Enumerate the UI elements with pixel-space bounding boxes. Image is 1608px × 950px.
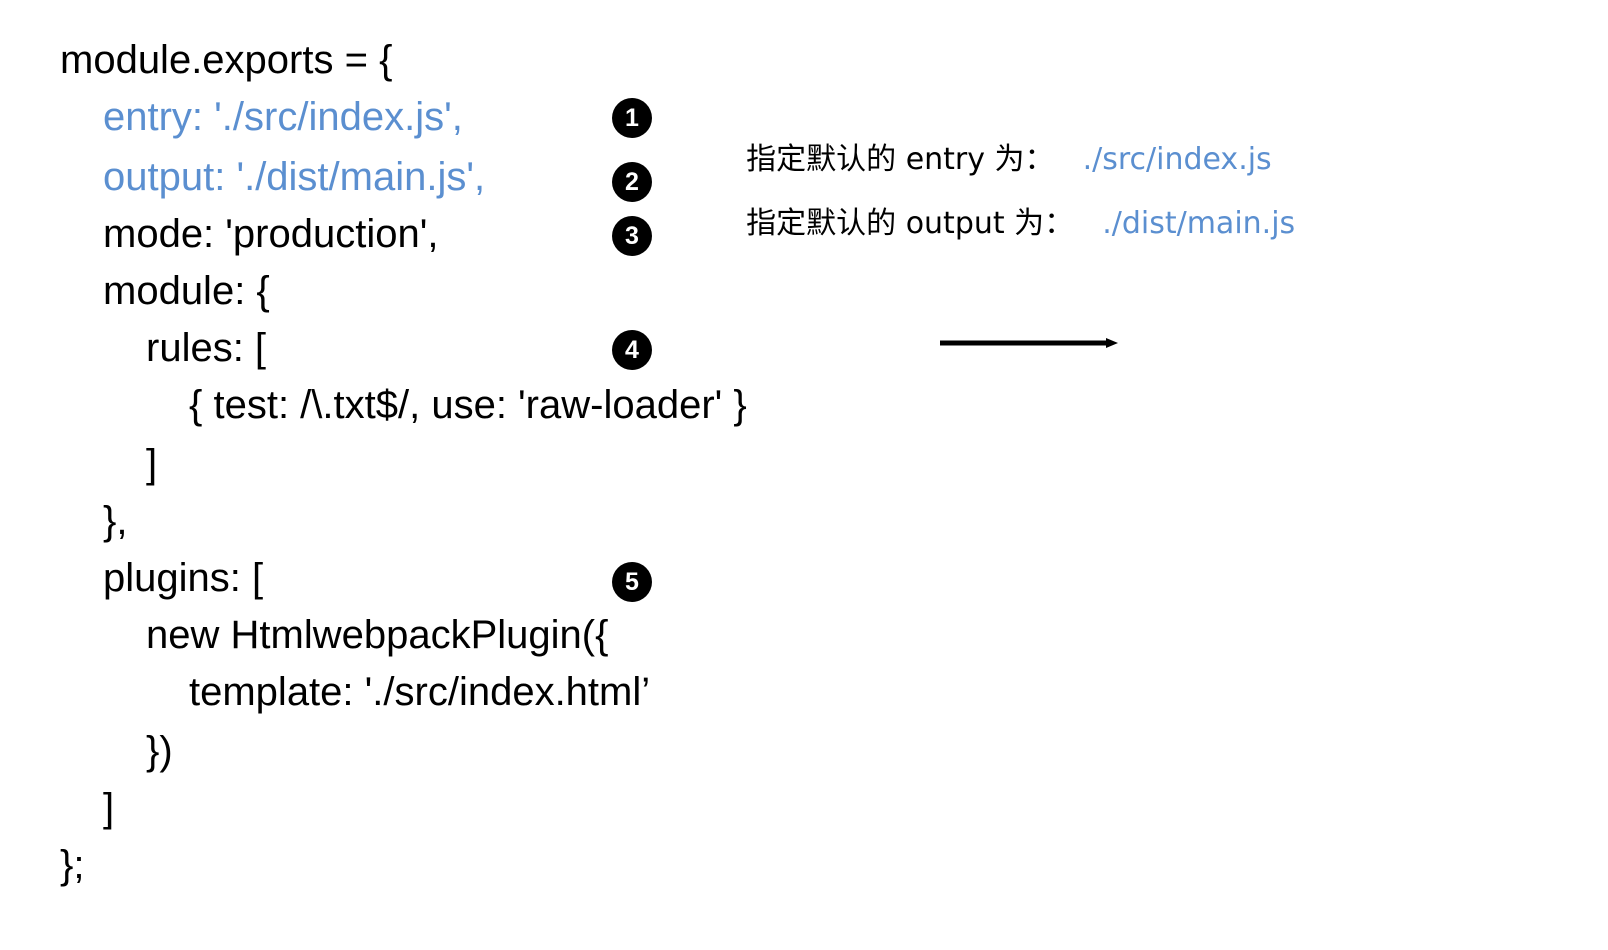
code-line-plugins: plugins: [ — [103, 556, 264, 600]
marker-1-badge: 1 — [612, 98, 652, 138]
code-line-template: template: './src/index.html’ — [189, 670, 651, 714]
code-line-exports-close: }; — [60, 843, 85, 887]
annotation-output-value: ./dist/main.js — [1102, 206, 1296, 241]
code-line-new-plugin: new HtmlwebpackPlugin({ — [146, 613, 609, 657]
annotation-entry-label: 指定默认的 entry 为： — [746, 142, 1055, 177]
annotation-entry-value: ./src/index.js — [1082, 142, 1272, 177]
code-line-plugins-close: ] — [103, 786, 115, 830]
code-line-entry: entry: './src/index.js', — [103, 95, 463, 139]
marker-5-badge: 5 — [612, 562, 652, 602]
code-line-module: module: { — [103, 269, 270, 313]
right-arrow-icon — [940, 338, 1118, 348]
code-line-rules-close: ] — [146, 442, 158, 486]
arrow-head — [1106, 338, 1118, 348]
code-line-module-exports: module.exports = { — [60, 38, 393, 82]
code-line-plugin-close: }) — [146, 729, 173, 773]
code-line-output: output: './dist/main.js', — [103, 155, 486, 199]
annotation-output-label: 指定默认的 output 为： — [746, 206, 1075, 241]
annotation-entry: 指定默认的 entry 为： ./src/index.js — [708, 100, 1272, 220]
code-line-module-close: }, — [103, 499, 128, 543]
code-line-rule-entry: { test: /\.txt$/, use: 'raw-loader' } — [189, 383, 747, 427]
code-line-rules: rules: [ — [146, 326, 267, 370]
annotation-output: 指定默认的 output 为： ./dist/main.js — [708, 164, 1295, 284]
marker-2-badge: 2 — [612, 162, 652, 202]
marker-3-badge: 3 — [612, 216, 652, 256]
marker-4-badge: 4 — [612, 330, 652, 370]
code-line-mode: mode: 'production', — [103, 212, 439, 256]
